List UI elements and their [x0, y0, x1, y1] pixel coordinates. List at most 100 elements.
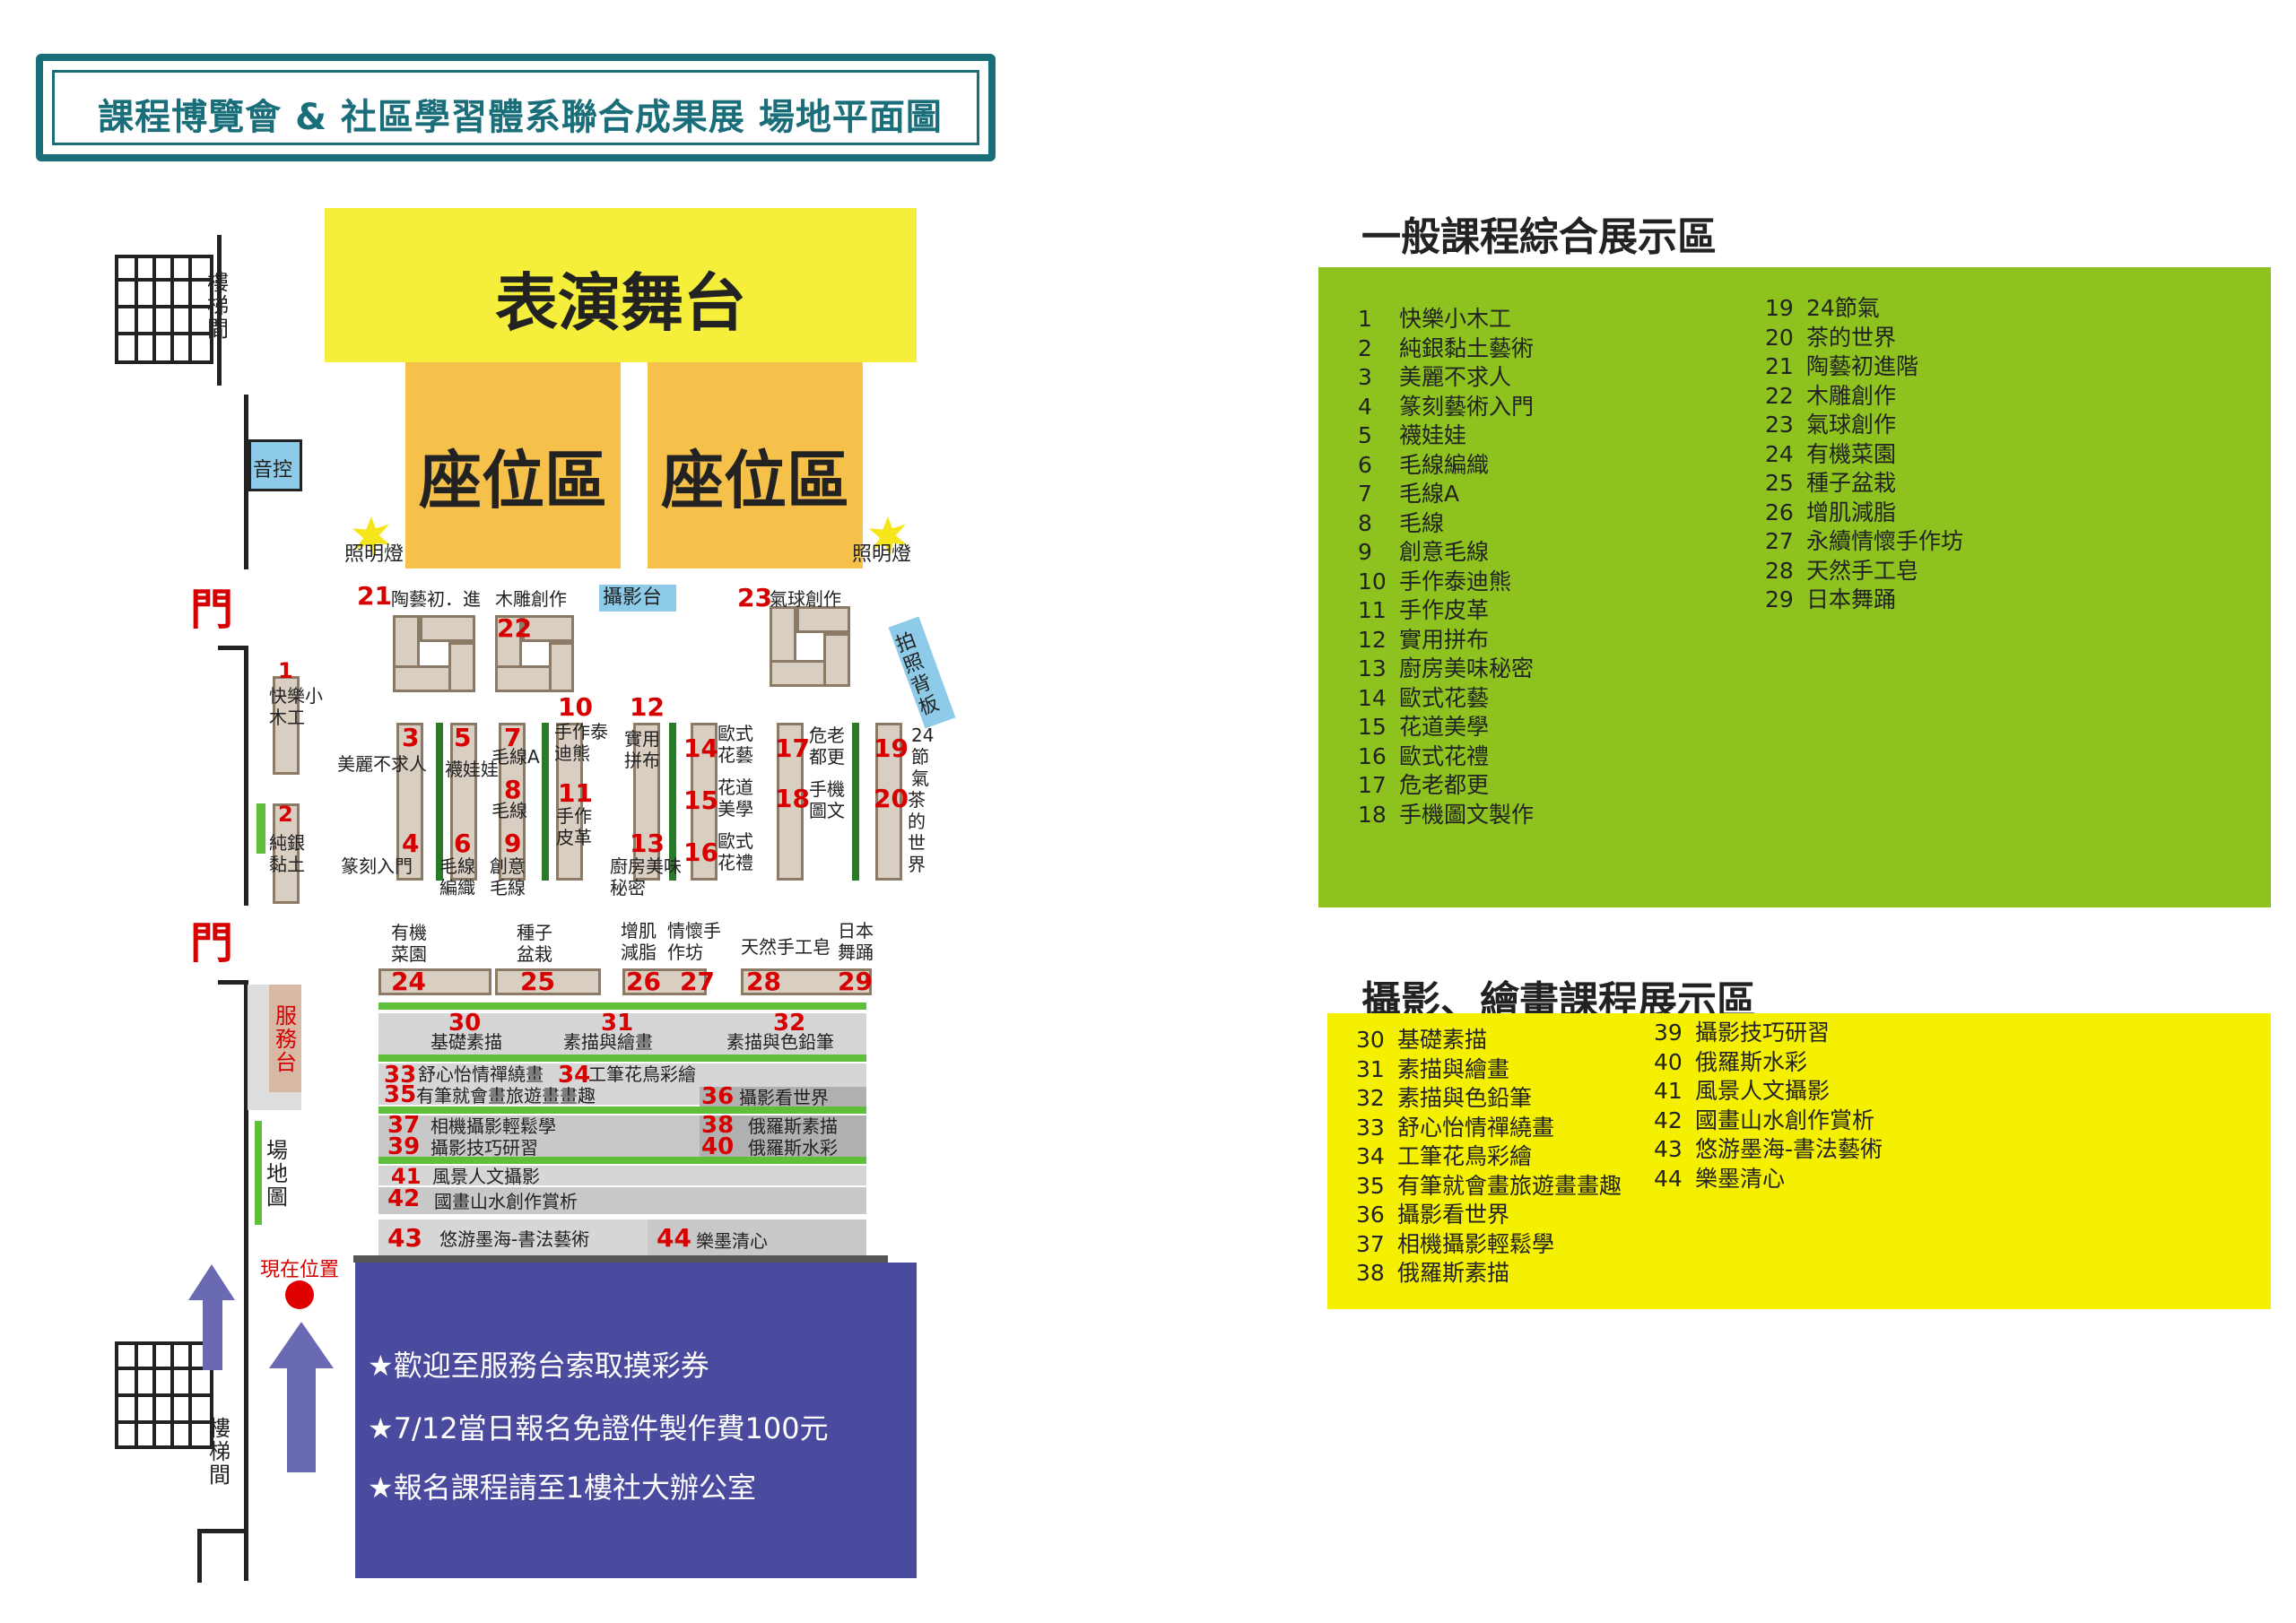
legend-item-label: 實用拼布 [1399, 626, 1490, 653]
legend-item-label: 日本舞踊 [1806, 586, 1897, 612]
legend-item: 14 歐式花藝 [1358, 684, 1534, 714]
legend-item-label: 快樂小木工 [1399, 306, 1512, 332]
legend-item-number: 24 [1765, 440, 1794, 467]
page-title: 課程博覽會 & 社區學習體系聯合成果展 場地平面圖 [98, 97, 943, 138]
legend-item-label: 工筆花鳥彩繪 [1397, 1143, 1533, 1169]
legend-item-label: 樂墨清心 [1695, 1165, 1786, 1192]
legend-item-number: 1 [1358, 306, 1372, 332]
legend-item-label: 素描與色鉛筆 [1397, 1085, 1533, 1111]
legend-item-number: 33 [1356, 1114, 1385, 1141]
legend-item-number: 16 [1358, 742, 1387, 769]
legend-item-number: 2 [1358, 334, 1372, 361]
service-desk-label: 服務台 [275, 1003, 297, 1075]
photo-stand-label: 攝影台 [603, 586, 663, 609]
legend-item-number: 20 [1765, 324, 1794, 351]
sound-control-label: 音控 [253, 459, 293, 482]
legend-item-label: 花道美學 [1399, 714, 1490, 740]
legend-item-number: 42 [1654, 1107, 1683, 1133]
legend-item-label: 美麗不求人 [1399, 364, 1512, 390]
legend-item-label: 種子盆栽 [1806, 470, 1897, 496]
legend-item-label: 陶藝初進階 [1806, 353, 1919, 379]
legend-item-number: 3 [1358, 364, 1372, 390]
lighting-label-left: 照明燈 [344, 543, 404, 566]
legend-item: 3 美麗不求人 [1358, 363, 1534, 393]
notice-1: ★歡迎至服務台索取摸彩券 [368, 1349, 709, 1383]
legend-item-label: 手機圖文製作 [1399, 801, 1535, 828]
legend-item-label: 危老都更 [1399, 772, 1490, 798]
map-board-label: 場地圖 [266, 1138, 288, 1210]
legend-item-label: 攝影技巧研習 [1695, 1020, 1831, 1046]
notice-2: ★7/12當日報名免證件製作費100元 [368, 1411, 829, 1445]
legend-item-number: 27 [1765, 528, 1794, 554]
legend-item-number: 14 [1358, 684, 1387, 711]
legend-item-label: 素描與繪畫 [1397, 1055, 1510, 1082]
legend-item-number: 25 [1765, 470, 1794, 496]
legend-item-label: 歐式花藝 [1399, 684, 1490, 711]
legend-item: 29 日本舞踊 [1765, 586, 1963, 615]
legend-item-label: 純銀黏土藝術 [1399, 334, 1535, 361]
stairwell-top [115, 255, 213, 364]
door-bottom[interactable]: 門 [190, 918, 234, 968]
current-position-label: 現在位置 [260, 1259, 340, 1281]
legend-item-number: 6 [1358, 451, 1372, 478]
legend-item-label: 手作皮革 [1399, 597, 1490, 623]
legend-item-label: 毛線編織 [1399, 451, 1490, 478]
legend-item-number: 29 [1765, 586, 1794, 612]
legend-item-label: 風景人文攝影 [1695, 1078, 1831, 1104]
booth-2[interactable] [273, 803, 300, 904]
arrow-up-icon [188, 1264, 235, 1300]
legend-item: 21 陶藝初進階 [1765, 352, 1963, 382]
legend-item: 18 手機圖文製作 [1358, 801, 1534, 830]
legend-item: 28 天然手工皂 [1765, 557, 1963, 586]
legend-item-label: 天然手工皂 [1806, 557, 1919, 584]
legend-item-number: 18 [1358, 801, 1387, 828]
lighting-label-right: 照明燈 [852, 543, 912, 566]
legend-item-number: 9 [1358, 539, 1372, 565]
legend-item-label: 國畫山水創作賞析 [1695, 1107, 1875, 1133]
legend-item-number: 40 [1654, 1048, 1683, 1075]
legend-item: 12 實用拼布 [1358, 626, 1534, 655]
legend-item-label: 俄羅斯水彩 [1695, 1048, 1808, 1075]
legend-item-number: 21 [1765, 353, 1794, 379]
legend-item-label: 悠游墨海-書法藝術 [1695, 1136, 1883, 1162]
seating-area-left [405, 362, 621, 568]
legend-item-number: 22 [1765, 382, 1794, 409]
legend-item-number: 28 [1765, 557, 1794, 584]
door-top[interactable]: 門 [190, 585, 234, 635]
booth-1[interactable] [273, 676, 300, 775]
legend-item-number: 7 [1358, 481, 1372, 507]
legend-item-number: 12 [1358, 626, 1387, 653]
legend-item-label: 木雕創作 [1806, 382, 1897, 409]
legend-item-number: 35 [1356, 1172, 1385, 1199]
legend-item: 40 俄羅斯水彩 [1654, 1048, 1883, 1078]
legend-item-label: 氣球創作 [1806, 412, 1897, 438]
legend-item-label: 有機菜園 [1806, 440, 1897, 467]
arrow-up-icon [269, 1322, 334, 1368]
legend-item-label: 襪娃娃 [1399, 422, 1467, 448]
legend-item: 25 種子盆栽 [1765, 469, 1963, 499]
photo-stand [599, 585, 676, 612]
legend-item-number: 37 [1356, 1230, 1385, 1257]
